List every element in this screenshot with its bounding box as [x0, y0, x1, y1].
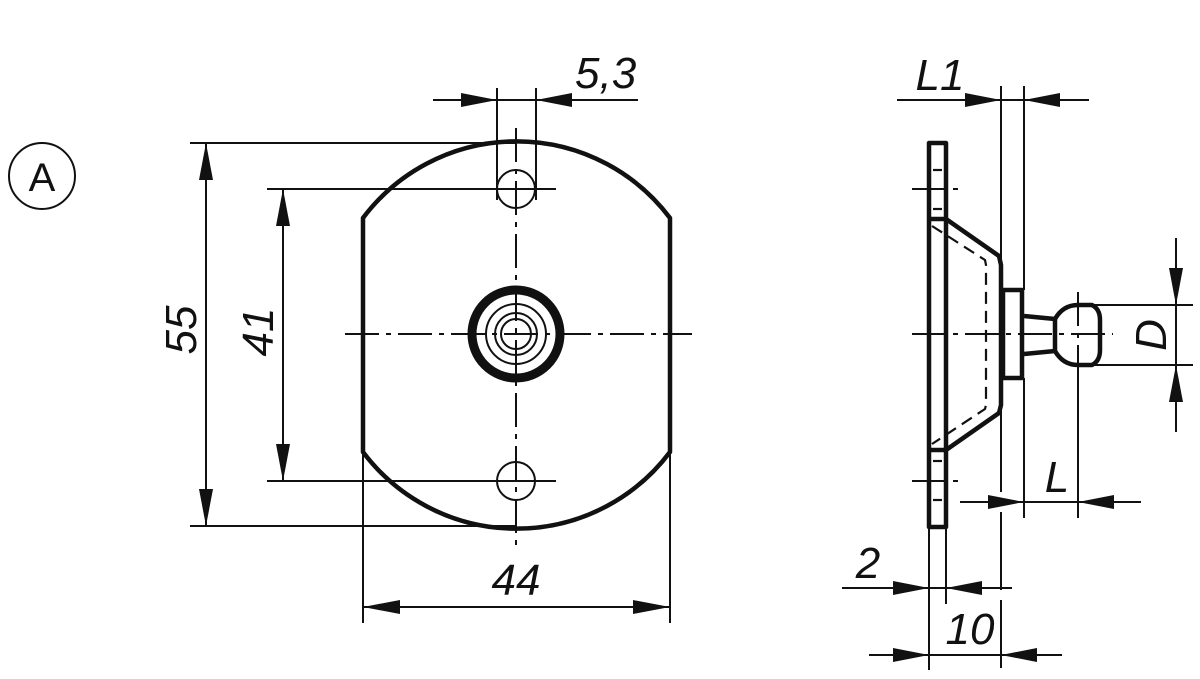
dimension-L1: L1: [897, 51, 1089, 290]
view-label-text: A: [29, 156, 56, 200]
view-label-a: A: [8, 142, 76, 210]
central-boss: [467, 285, 565, 383]
dimension-hole-spacing: 41: [234, 188, 500, 482]
front-view: 5,3 55 41 44: [157, 49, 692, 623]
svg-text:L1: L1: [916, 51, 965, 100]
dimension-D: D: [1078, 238, 1193, 432]
svg-text:55: 55: [157, 305, 206, 354]
svg-text:10: 10: [946, 605, 995, 654]
svg-text:44: 44: [492, 556, 541, 605]
svg-text:D: D: [1127, 319, 1176, 351]
ball-head: [1052, 302, 1103, 368]
side-view: L1 D L 2: [842, 51, 1193, 670]
dimension-plate-thickness: 2: [842, 527, 1012, 670]
dimension-overall-depth: 10: [869, 605, 1062, 662]
dimension-height-overall: 55: [157, 142, 516, 527]
dimension-L: L: [960, 365, 1141, 518]
svg-text:41: 41: [234, 308, 283, 357]
svg-text:2: 2: [855, 539, 880, 588]
svg-text:5,3: 5,3: [575, 49, 637, 98]
svg-text:L: L: [1045, 453, 1069, 502]
dimension-width-overall: 44: [362, 452, 671, 623]
ball-neck: [1023, 313, 1056, 357]
dimension-hole-diameter: 5,3: [433, 49, 638, 200]
